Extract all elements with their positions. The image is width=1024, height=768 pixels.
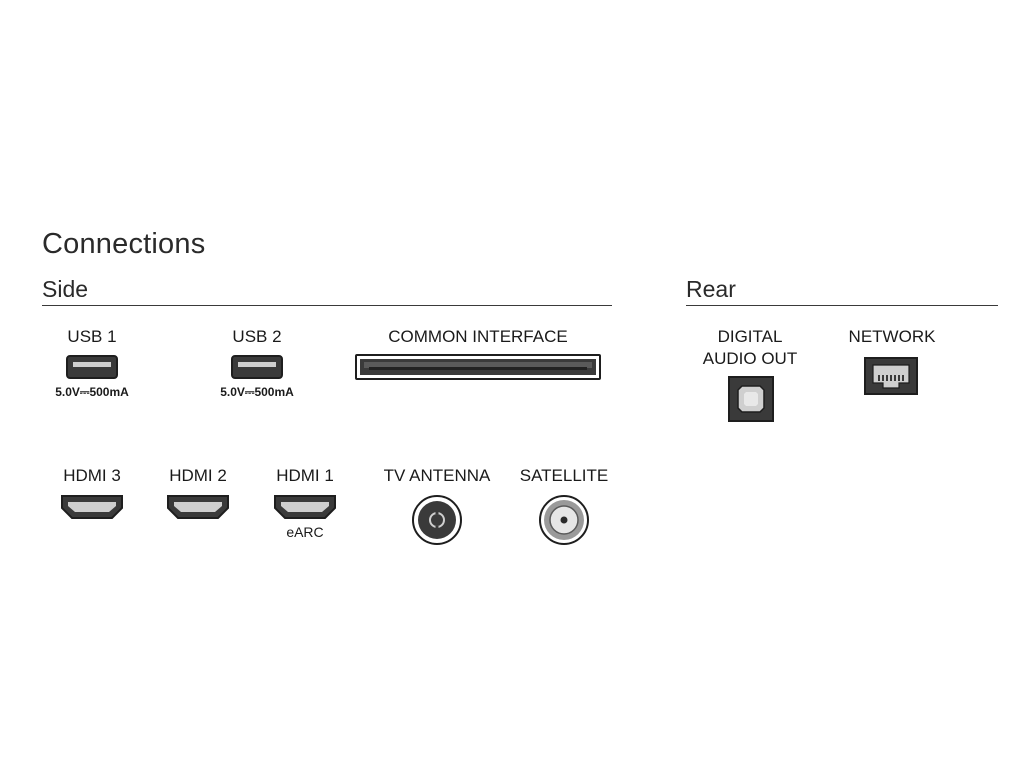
usb-rating: 5.0V⎓500mA (55, 385, 129, 399)
port-label: HDMI 3 (63, 466, 121, 485)
side-divider (42, 305, 612, 306)
port-label: USB 2 (232, 327, 282, 346)
usb-port-icon (66, 355, 118, 379)
port-tv-antenna: TV ANTENNA (372, 466, 502, 546)
usb-port-icon (231, 355, 283, 379)
port-label: USB 1 (67, 327, 117, 346)
optical-port-icon (728, 376, 774, 422)
port-label-line1: DIGITAL (717, 327, 783, 346)
port-label: SATELLITE (519, 466, 609, 485)
hdmi-port-icon (273, 494, 337, 520)
port-label: HDMI 2 (169, 466, 227, 485)
port-label-line2: AUDIO OUT (702, 349, 798, 368)
coax-antenna-icon (411, 494, 463, 546)
usb-rating: 5.0V⎓500mA (220, 385, 294, 399)
rear-divider (686, 305, 998, 306)
port-label: HDMI 1 (276, 466, 334, 485)
port-hdmi3: HDMI 3 (52, 466, 132, 520)
port-usb2: USB 2 5.0V⎓500mA (205, 327, 309, 400)
ethernet-port-icon (864, 357, 918, 395)
ci-slot-icon (355, 354, 601, 380)
section-title-rear: Rear (686, 276, 736, 302)
earc-note: eARC (286, 524, 324, 540)
hdmi-port-icon (166, 494, 230, 520)
port-digital-audio-out: DIGITAL AUDIO OUT (690, 327, 810, 422)
page-title: Connections (42, 228, 206, 260)
port-satellite: SATELLITE (512, 466, 616, 546)
f-connector-icon (538, 494, 590, 546)
port-label: NETWORK (848, 327, 936, 346)
port-label: TV ANTENNA (383, 466, 491, 485)
hdmi-port-icon (60, 494, 124, 520)
port-hdmi1: HDMI 1 eARC (265, 466, 345, 540)
port-common-interface: COMMON INTERFACE (352, 327, 604, 380)
port-hdmi2: HDMI 2 (158, 466, 238, 520)
section-title-side: Side (42, 276, 89, 302)
port-usb1: USB 1 5.0V⎓500mA (40, 327, 144, 400)
port-label: COMMON INTERFACE (388, 327, 568, 346)
port-network: NETWORK (838, 327, 946, 395)
